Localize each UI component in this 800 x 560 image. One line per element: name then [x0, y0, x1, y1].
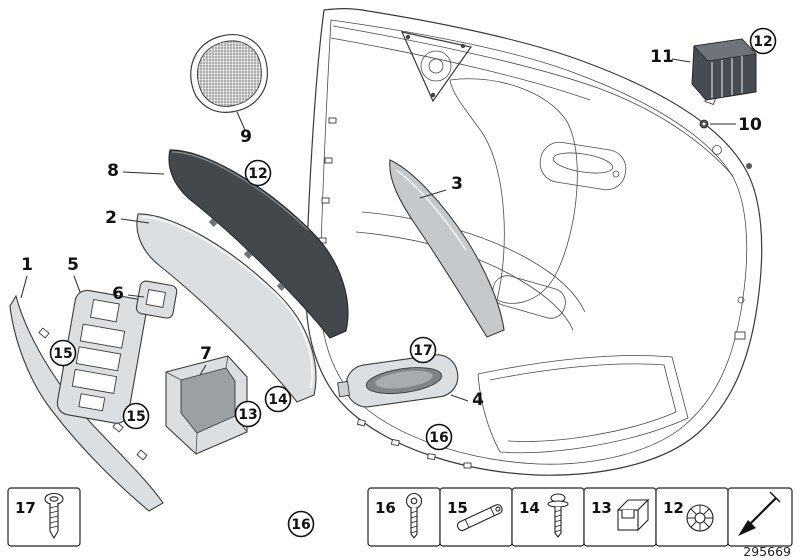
retainer-rail-icon [456, 504, 503, 532]
part-2-decor-strip-light [136, 213, 317, 403]
svg-text:15: 15 [53, 346, 72, 362]
leader-lines [20, 58, 736, 402]
callout-1[interactable]: 1 [21, 255, 33, 275]
circled-callout-13[interactable]: 13 [234, 400, 262, 428]
part-10-grommet [699, 119, 709, 129]
direction-arrow-icon [738, 491, 781, 536]
callout-5[interactable]: 5 [67, 255, 79, 275]
door-carrier-lattice [449, 78, 578, 304]
circled-callout-12-strip[interactable]: 12 [244, 159, 272, 187]
tapping-screw-icon [44, 492, 64, 540]
svg-text:14: 14 [268, 392, 288, 408]
callout-8[interactable]: 8 [107, 161, 119, 181]
legend-box-13[interactable]: 13 [583, 487, 657, 547]
part-9-speaker-grille [190, 34, 268, 113]
svg-text:12: 12 [248, 166, 267, 182]
door-handle-recess [539, 141, 627, 191]
part-6-small-bezel [135, 280, 178, 319]
callout-7[interactable]: 7 [200, 344, 212, 364]
part-7-pocket-cup [165, 355, 248, 455]
legend-box-arrow[interactable] [727, 487, 793, 547]
circled-callout-15-switch-panel[interactable]: 15 [49, 339, 77, 367]
svg-text:17: 17 [15, 499, 36, 517]
plain-callouts: 1 2 3 4 5 6 7 8 9 10 11 [21, 47, 762, 410]
clip-holes [315, 117, 472, 469]
legend-box-17[interactable]: 17 [7, 487, 81, 547]
callout-6[interactable]: 6 [112, 284, 124, 304]
circled-callouts: 12 12 13 14 15 15 16 16 [49, 27, 777, 538]
svg-text:16: 16 [429, 430, 448, 446]
flange-screw-icon [547, 493, 569, 538]
circled-callout-17-handle[interactable]: 17 [409, 336, 437, 364]
svg-text:16: 16 [375, 499, 396, 517]
callout-11[interactable]: 11 [650, 47, 674, 67]
legend-box-15[interactable]: 15 [439, 487, 513, 547]
diagram-number: 295669 [743, 544, 791, 559]
circled-callout-15-lower[interactable]: 15 [122, 402, 150, 430]
svg-text:13: 13 [591, 499, 612, 517]
part-5-switch-bezel [56, 289, 147, 424]
legend-box-16[interactable]: 16 [367, 487, 441, 547]
part-3-door-pull-trim [389, 159, 505, 338]
circled-callout-14[interactable]: 14 [264, 385, 292, 413]
mirror-triangle-speaker [400, 31, 473, 103]
svg-text:15: 15 [447, 499, 468, 517]
legend-box-14[interactable]: 14 [511, 487, 585, 547]
svg-text:13: 13 [238, 407, 257, 423]
torx-screw-icon [405, 492, 423, 539]
door-panel-drawing [305, 8, 763, 476]
callout-9[interactable]: 9 [240, 127, 252, 147]
svg-text:12: 12 [663, 499, 684, 517]
callout-3[interactable]: 3 [451, 174, 463, 194]
callout-4[interactable]: 4 [472, 390, 484, 410]
svg-text:12: 12 [753, 34, 772, 50]
part-11-rubber-buffer [691, 38, 757, 101]
spring-clip-icon [616, 498, 650, 532]
circled-callout-16-bottom[interactable]: 16 [287, 510, 315, 538]
svg-text:14: 14 [519, 499, 540, 517]
circled-callout-16-handle[interactable]: 16 [425, 423, 453, 451]
svg-text:15: 15 [126, 409, 145, 425]
legend-row: 17 16 15 [7, 487, 793, 547]
part-4-handle-shell [337, 354, 459, 408]
svg-text:17: 17 [413, 343, 432, 359]
push-on-nut-icon [686, 504, 714, 532]
map-pocket-contours [477, 355, 689, 454]
circled-callout-12-corner[interactable]: 12 [749, 27, 777, 55]
legend-box-12[interactable]: 12 [655, 487, 729, 547]
callout-10[interactable]: 10 [738, 115, 762, 135]
svg-text:16: 16 [291, 517, 310, 533]
callout-2[interactable]: 2 [105, 208, 117, 228]
